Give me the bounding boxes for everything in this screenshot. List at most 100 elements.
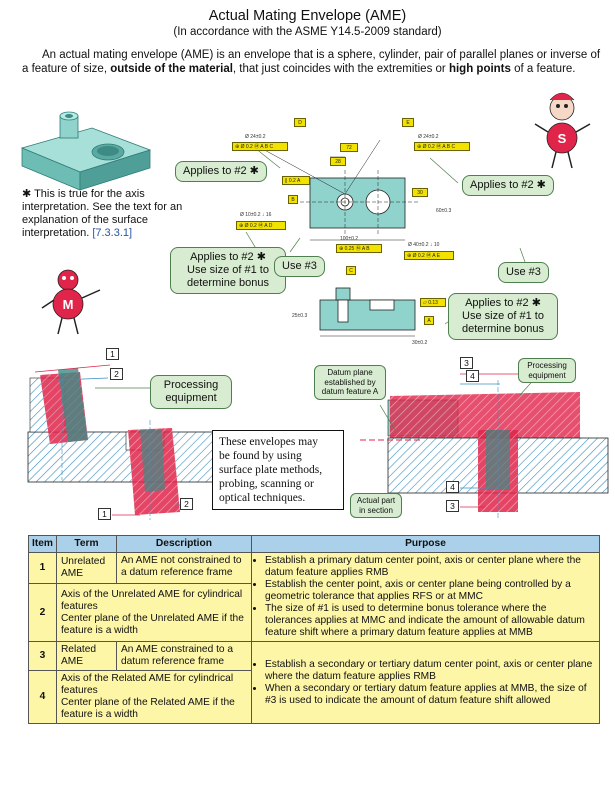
dim-72-box: 72 — [340, 143, 358, 152]
callout-applies-bonus-left: Applies to #2 ✱ Use size of #1 to determ… — [170, 247, 286, 294]
label-actual-part: Actual part in section — [350, 493, 402, 518]
header-term: Term — [55, 535, 117, 553]
callout-applies-right: Applies to #2 ✱ — [462, 175, 554, 196]
fcf-flatness: ∥ 0.2 A — [282, 176, 310, 185]
purpose-bullet: The size of #1 is used to determine bonu… — [265, 603, 595, 639]
header-description: Description — [115, 535, 252, 553]
dim-dia-40: Ø 40±0.2 ↓ 10 — [408, 242, 440, 248]
dim-28-box: 28 — [330, 157, 346, 166]
mascot-m-figure — [41, 269, 101, 335]
description-line: Axis of the Unrelated AME for cylindrica… — [60, 588, 243, 612]
datum-d-label: D — [294, 118, 306, 127]
marker-3-top-right: 3 — [460, 357, 473, 369]
callout-line: Processing — [163, 379, 219, 391]
label-line: Actual part — [356, 496, 396, 505]
note-line: optical techniques. — [219, 492, 306, 504]
marker-3-bottom-right: 3 — [446, 500, 459, 512]
label-processing-right: Processing equipment — [518, 358, 576, 383]
marker-1-top-left: 1 — [106, 348, 119, 360]
description-wide-cell: Axis of the Unrelated AME for cylindrica… — [55, 583, 252, 642]
description-cell: An AME not constrained to a datum refere… — [115, 551, 252, 585]
page-title: Actual Mating Envelope (AME) — [208, 8, 407, 24]
term-cell: Related AME — [55, 641, 117, 671]
section-view-drawing — [319, 287, 416, 337]
marker-2-bottom-left: 2 — [180, 498, 193, 510]
description-wide-cell: Axis of the Related AME for cylindrical … — [55, 670, 252, 724]
intro-paragraph: An actual mating envelope (AME) is an en… — [22, 48, 602, 76]
dim-dia-24: Ø 24±0.2 — [245, 134, 266, 140]
dim-60: 60±0.3 — [436, 208, 452, 214]
marker-2-top-left: 2 — [110, 368, 123, 380]
dim-30b: 30±0.2 — [412, 340, 428, 346]
label-line: Processing — [527, 361, 567, 370]
page-subtitle: (In accordance with the ASME Y14.5-2009 … — [173, 26, 442, 38]
marker-1-bottom-left: 1 — [98, 508, 111, 520]
fcf-left-holes: ⊕ Ø 0.2 Ⓜ A B C — [232, 142, 288, 151]
datum-c-label: C — [346, 266, 356, 275]
callout-line: Use size of #1 to — [462, 310, 544, 322]
page-header: Actual Mating Envelope (AME) (In accorda… — [0, 8, 615, 38]
dim-dia-24-right: Ø 24±0.2 — [418, 134, 439, 140]
purpose-bullet: Establish a secondary or tertiary datum … — [265, 659, 595, 683]
callout-processing-left: Processing equipment — [150, 375, 232, 409]
mascot-s-letter: S — [558, 131, 567, 146]
item-cell: 2 — [28, 583, 57, 642]
label-line: equipment — [528, 370, 566, 380]
datum-e-label: E — [402, 118, 414, 127]
label-datum-plane: Datum plane established by datum feature… — [314, 365, 386, 400]
left-section-illustration — [27, 364, 219, 520]
table-row: 1 Unrelated AME An AME not constrained t… — [28, 551, 601, 642]
dim-30-box: 30 — [412, 188, 428, 197]
top-view-drawing — [249, 139, 420, 241]
right-section-illustration — [360, 373, 609, 520]
fcf-slot: ⊕ 0.25 Ⓜ A B — [336, 244, 382, 253]
label-line: established by — [324, 377, 376, 387]
label-line: Datum plane — [327, 368, 373, 377]
isometric-part — [20, 111, 152, 191]
table-row: 3 Related AME An AME constrained to a da… — [28, 641, 601, 724]
axis-interpretation-note: ✱ This is true for the axis interpretati… — [22, 188, 192, 240]
dim-dia-10: Ø 10±0.2 ↓ 16 — [240, 212, 272, 218]
purpose-cell-unrelated: Establish a primary datum center point, … — [250, 552, 601, 642]
term-cell: Unrelated AME — [55, 551, 117, 585]
note-line: probing, scanning or — [219, 478, 314, 490]
purpose-bullet: Establish the center point, axis or cent… — [265, 579, 595, 603]
item-cell: 4 — [28, 670, 57, 724]
callout-line: determine bonus — [462, 323, 544, 335]
header-item: Item — [28, 535, 57, 553]
purpose-cell-related: Establish a secondary or tertiary datum … — [250, 641, 601, 724]
callout-line: Use size of #1 to — [187, 264, 269, 276]
dim-100: 100±0.2 — [340, 236, 359, 242]
header-purpose: Purpose — [250, 535, 601, 553]
intro-bold-2: high points — [448, 63, 511, 75]
fcf-bottom: ▱ 0.13 — [420, 298, 446, 307]
note-line: These envelopes may — [219, 436, 318, 448]
mascot-m-letter: M — [63, 297, 74, 312]
section-reference-link[interactable]: [7.3.3.1] — [92, 227, 133, 239]
label-line: datum feature A — [321, 387, 379, 396]
fcf-hole-right: ⊕ Ø 0.2 Ⓜ A E — [404, 251, 454, 260]
description-cell: An AME constrained to a datum reference … — [115, 641, 252, 671]
intro-text-3: of a feature. — [510, 63, 576, 75]
datum-b-label: B — [288, 195, 298, 204]
item-cell: 1 — [28, 551, 57, 585]
dim-25: 25±0.3 — [292, 313, 308, 319]
table-row: 2 Axis of the Unrelated AME for cylindri… — [28, 583, 600, 642]
purpose-bullet: When a secondary or tertiary datum featu… — [265, 683, 595, 707]
table-header-row: Item Term Description Purpose — [28, 535, 601, 553]
description-line: Center plane of the Unrelated AME if the… — [60, 612, 244, 636]
marker-4-bottom-right: 4 — [446, 481, 459, 493]
purpose-bullet: Establish a primary datum center point, … — [265, 555, 595, 579]
star-icon: ✱ — [22, 188, 32, 200]
callout-use3-right: Use #3 — [498, 262, 549, 283]
note-line: surface plate methods, — [219, 464, 323, 476]
callout-line: Applies to #2 ✱ — [465, 297, 541, 309]
ame-definitions-table: Item Term Description Purpose 1 Unrelate… — [28, 535, 601, 724]
intro-text-2: , that just coincides with the extremiti… — [232, 63, 449, 75]
fcf-right-holes: ⊕ Ø 0.2 Ⓜ A B C — [414, 142, 470, 151]
mascot-s-figure — [534, 92, 591, 169]
datum-a-label: A — [424, 316, 434, 325]
item-cell: 3 — [28, 641, 57, 671]
axis-note-text: This is true for the axis interpretation… — [22, 188, 183, 239]
